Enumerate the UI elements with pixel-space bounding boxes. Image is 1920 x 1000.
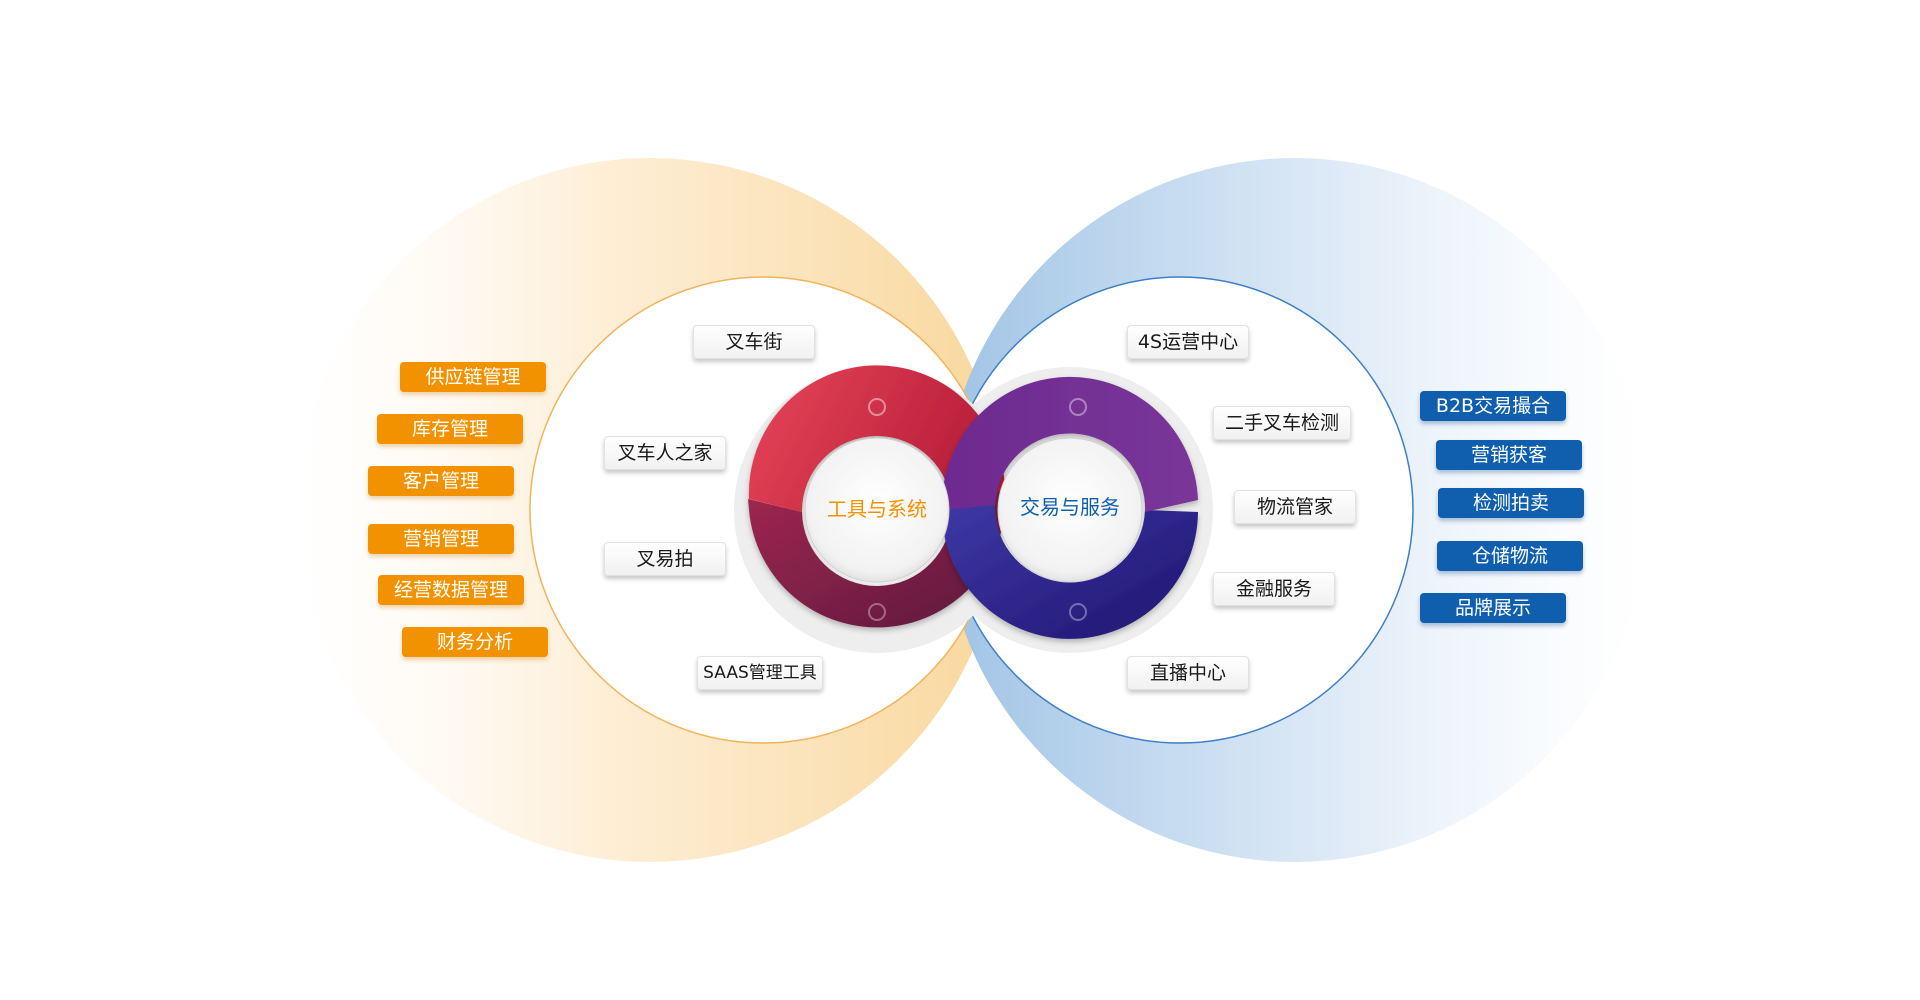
right-ring-top-segment xyxy=(941,376,1198,512)
left-product-saas: SAAS管理工具 xyxy=(697,656,823,690)
right-service-4s-center: 4S运营中心 xyxy=(1127,325,1249,359)
right-tag-acquisition: 营销获客 xyxy=(1436,440,1582,470)
left-tag-inventory: 库存管理 xyxy=(377,414,523,444)
left-tag-supply-chain: 供应链管理 xyxy=(400,362,546,392)
right-ring-bottom-socket xyxy=(1069,603,1087,621)
right-hub-label: 交易与服务 xyxy=(1020,495,1120,519)
left-product-home: 叉车人之家 xyxy=(604,436,726,470)
left-ring-top-segment xyxy=(748,365,1005,512)
left-product-chayipai: 叉易拍 xyxy=(604,542,726,576)
left-product-chachejie: 叉车街 xyxy=(693,325,815,359)
left-tag-customer: 客户管理 xyxy=(368,466,514,496)
right-hub-center xyxy=(997,437,1143,583)
right-ring-bottom-segment xyxy=(941,490,1198,639)
right-service-used-inspection: 二手叉车检测 xyxy=(1213,406,1351,440)
right-tag-b2b: B2B交易撮合 xyxy=(1420,391,1566,421)
left-ring-bottom-socket xyxy=(868,603,886,621)
right-service-live-center: 直播中心 xyxy=(1127,656,1249,690)
left-hub-label: 工具与系统 xyxy=(827,497,927,521)
right-tag-warehouse-logistics: 仓储物流 xyxy=(1437,541,1583,571)
right-service-finance: 金融服务 xyxy=(1213,572,1335,606)
right-service-logistics: 物流管家 xyxy=(1234,490,1356,524)
right-tag-brand: 品牌展示 xyxy=(1420,593,1566,623)
left-tag-finance: 财务分析 xyxy=(402,627,548,657)
right-ring-top-socket xyxy=(1069,398,1087,416)
right-ring xyxy=(941,376,1198,639)
right-tag-inspection-auction: 检测拍卖 xyxy=(1438,488,1584,518)
left-tag-marketing: 营销管理 xyxy=(368,524,514,554)
left-ring-top-socket xyxy=(868,398,886,416)
left-ring-bottom-segment xyxy=(748,488,1006,628)
left-tag-business-data: 经营数据管理 xyxy=(378,575,524,605)
left-ring xyxy=(748,365,1006,628)
left-hub-center xyxy=(804,437,950,583)
